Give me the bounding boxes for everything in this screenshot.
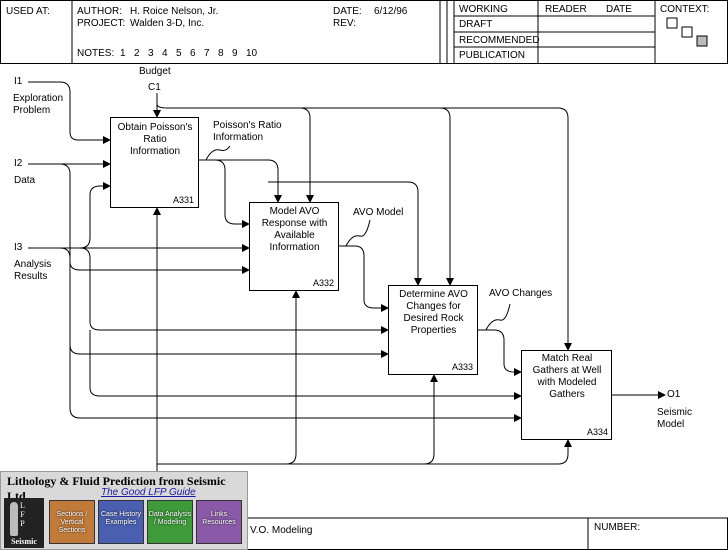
note-2: 2 [134, 48, 140, 59]
status-recommended: RECOMMENDED [459, 35, 540, 46]
box-a334-line-3: with Modeled [537, 377, 597, 388]
output-label-1: Seismic [657, 407, 693, 418]
arrow-i3-a333b [69, 270, 389, 358]
input-i2-label: Data [14, 175, 36, 186]
note-10: 10 [246, 48, 258, 59]
tile-case-history[interactable]: Case History Examples [98, 500, 144, 544]
box-a333-line-2: Changes for [406, 301, 461, 312]
box-a332-line-3: Available [274, 230, 315, 241]
box-a331-line-1: Obtain Poisson's [117, 122, 193, 133]
leader-poisson [205, 145, 231, 161]
arrow-c1-a334 [440, 107, 572, 351]
control-label: Budget [139, 66, 171, 77]
project-label: PROJECT: [77, 18, 126, 29]
box-a333-id: A333 [452, 362, 474, 372]
input-i2-code: I2 [14, 158, 23, 169]
tile-data-analysis[interactable]: Data Analysis / Modeling [147, 500, 193, 544]
box-a334-line-2: Gathers at Well [532, 365, 602, 376]
arrow-a332-a333 [338, 245, 389, 312]
lfp-banner: Lithology & Fluid Prediction from Seismi… [0, 471, 248, 550]
author-value: H. Roice Nelson, Jr. [130, 6, 219, 17]
arrow-i3-a332b [59, 247, 250, 274]
arrow-i3-a334 [89, 330, 522, 400]
arrow-a333-a334 [478, 329, 522, 376]
control-code: C1 [148, 82, 161, 93]
arrow-i3-a333 [79, 247, 389, 334]
rev-label: REV: [333, 18, 356, 29]
mech-bus [157, 439, 572, 465]
input-i3-label-2: Results [14, 271, 48, 282]
label-avo-model: AVO Model [353, 207, 404, 218]
leader-avo-model [345, 219, 371, 247]
input-i3-code: I3 [14, 242, 23, 253]
note-9: 9 [232, 48, 238, 59]
box-a332-id: A332 [313, 278, 335, 288]
box-a332-line-1: Model AVO [269, 206, 320, 217]
footer-title: V.O. Modeling [250, 525, 313, 536]
arrow-a331-control-a333 [268, 181, 422, 286]
arrow-i1 [28, 81, 111, 144]
logo-letter-l: L [20, 501, 25, 510]
oil-drop-icon [10, 502, 18, 536]
output-label-2: Model [657, 419, 685, 430]
context-icon [666, 17, 708, 47]
box-a334-line-4: Gathers [549, 389, 585, 400]
box-a331-id: A331 [173, 195, 195, 205]
notes-label: NOTES: [77, 48, 115, 59]
tile-links[interactable]: Links Resources [196, 500, 242, 544]
author-label: AUTHOR: [77, 6, 122, 17]
box-a332-line-2: Response with [261, 218, 328, 229]
input-i1-label-1: Exploration [13, 93, 64, 104]
date-label: DATE: [333, 6, 362, 17]
arrow-a331-control-a332 [215, 159, 282, 203]
box-a334-id: A334 [587, 427, 609, 437]
tile-sections[interactable]: Sections / Vertical Sections [49, 500, 95, 544]
label-avo-changes: AVO Changes [489, 288, 553, 299]
logo-letter-p: P [20, 519, 25, 528]
box-a332-line-4: Information [269, 242, 320, 253]
box-a331-line-2: Ratio [143, 134, 167, 145]
box-a333-line-3: Desired Rock [403, 313, 464, 324]
box-a333-line-1: Determine AVO [399, 289, 468, 300]
output-code: O1 [667, 389, 681, 400]
status-draft: DRAFT [459, 19, 493, 30]
arrow-i3-a331 [79, 182, 111, 249]
used-at-label: USED AT: [6, 6, 50, 17]
leader-avo-changes [485, 303, 511, 331]
input-i1-label-2: Problem [13, 105, 51, 116]
note-7: 7 [204, 48, 210, 59]
input-i3-label-1: Analysis [14, 259, 52, 270]
note-6: 6 [190, 48, 196, 59]
context-label: CONTEXT: [660, 4, 710, 15]
logo-word: Seismic [11, 537, 37, 546]
label-poisson-1: Poisson's Ratio [213, 120, 282, 131]
reader-label: READER [545, 4, 587, 15]
note-4: 4 [162, 48, 168, 59]
box-a333 [388, 285, 478, 375]
status-working: WORKING [459, 4, 508, 15]
note-1: 1 [120, 48, 126, 59]
input-i1-code: I1 [14, 76, 23, 87]
box-a331-line-3: Information [129, 146, 181, 157]
status-publication: PUBLICATION [459, 50, 525, 61]
note-5: 5 [176, 48, 182, 59]
number-label: NUMBER: [594, 522, 641, 533]
reader-date-label: DATE [606, 4, 632, 15]
mech-a332 [285, 290, 300, 465]
box-a333-line-4: Properties [410, 325, 457, 336]
connection-arrows [28, 81, 666, 520]
label-poisson-2: Information [213, 132, 264, 143]
mech-a333 [423, 374, 438, 465]
box-a334-line-1: Match Real [541, 353, 593, 364]
project-value: Walden 3-D, Inc. [130, 18, 205, 29]
lfp-logo[interactable]: L F P Seismic [4, 498, 44, 548]
logo-letter-f: F [20, 510, 25, 519]
note-3: 3 [148, 48, 154, 59]
date-value: 6/12/96 [374, 6, 408, 17]
arrow-a331-a332 [198, 159, 250, 228]
lfp-letters: L F P [20, 501, 25, 528]
lfp-guide-link[interactable]: The Good LFP Guide [101, 487, 196, 498]
note-8: 8 [218, 48, 224, 59]
